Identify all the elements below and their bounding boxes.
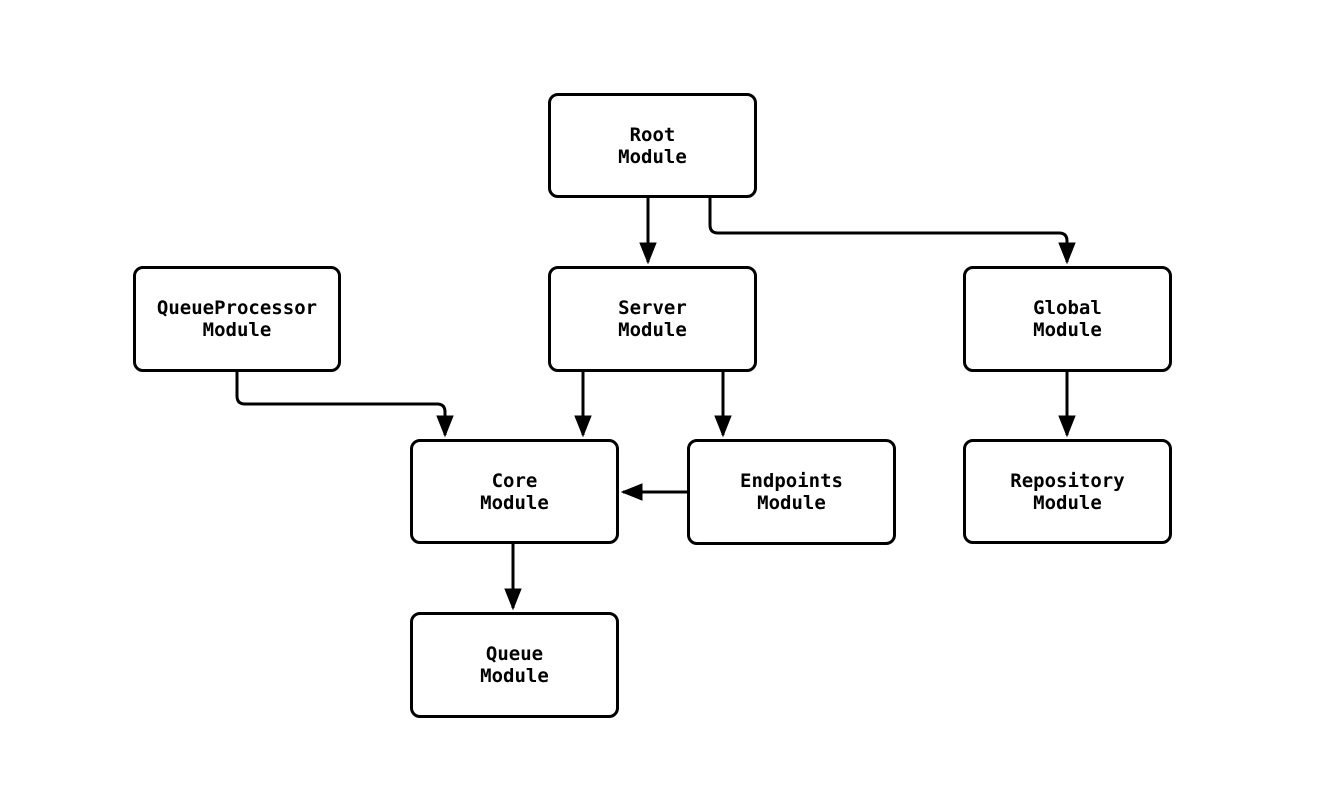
edge-root-to-global [708, 198, 1076, 265]
node-label: Global Module [1033, 297, 1102, 341]
node-root: Root Module [548, 93, 757, 198]
node-label: Root Module [618, 123, 687, 168]
node-core: Core Module [410, 439, 619, 544]
node-label: QueueProcessor Module [156, 297, 318, 341]
node-queueprocessor: QueueProcessor Module [133, 266, 341, 372]
node-label: Server Module [618, 297, 687, 341]
node-label: Core Module [480, 469, 549, 514]
node-label: Endpoints Module [740, 470, 843, 514]
node-queue: Queue Module [410, 612, 619, 718]
node-label: Repository Module [1010, 469, 1125, 514]
node-label: Queue Module [480, 643, 549, 687]
edge-queueprocessor-to-core [235, 372, 454, 438]
node-global: Global Module [963, 266, 1172, 372]
node-server: Server Module [548, 266, 757, 372]
node-repository: Repository Module [963, 439, 1172, 544]
node-endpoints: Endpoints Module [687, 439, 896, 545]
